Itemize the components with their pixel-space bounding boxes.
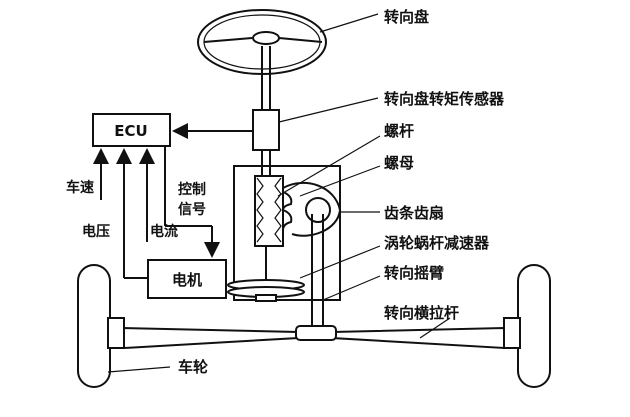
label-wheel: 车轮 <box>178 358 208 376</box>
label-current: 电流 <box>150 223 178 240</box>
label-vehicle-speed: 车速 <box>66 179 94 196</box>
label-rack-sector: 齿条齿扇 <box>384 204 444 222</box>
label-nut: 螺母 <box>384 154 414 172</box>
steering-column <box>261 46 271 175</box>
leader-lines <box>107 13 451 373</box>
pitman-arm <box>311 214 324 330</box>
motor-box: 电机 <box>147 259 227 299</box>
label-pitman-arm: 转向摇臂 <box>384 264 444 282</box>
left-wheel <box>77 264 125 388</box>
tie-rod <box>123 325 505 350</box>
signal-lines <box>93 146 220 279</box>
label-voltage: 电压 <box>82 223 110 240</box>
label-torque-sensor: 转向盘转矩传感器 <box>384 90 505 108</box>
ecu-box: ECU <box>92 113 171 147</box>
ecu-label: ECU <box>114 122 147 140</box>
label-steering-wheel: 转向盘 <box>384 8 429 26</box>
label-control-1: 控制 <box>178 181 206 198</box>
steering-gear-housing <box>233 165 341 301</box>
label-screw: 螺杆 <box>384 122 414 140</box>
motor-label: 电机 <box>172 271 202 289</box>
label-worm-reducer: 涡轮蜗杆减速器 <box>384 234 490 252</box>
right-wheel <box>503 264 551 388</box>
worm-gear-reducer <box>227 279 305 302</box>
label-tie-rod: 转向横拉杆 <box>384 304 459 322</box>
torque-sensor <box>252 109 280 151</box>
screw-nut <box>254 175 284 247</box>
label-control-2: 信号 <box>178 201 206 218</box>
